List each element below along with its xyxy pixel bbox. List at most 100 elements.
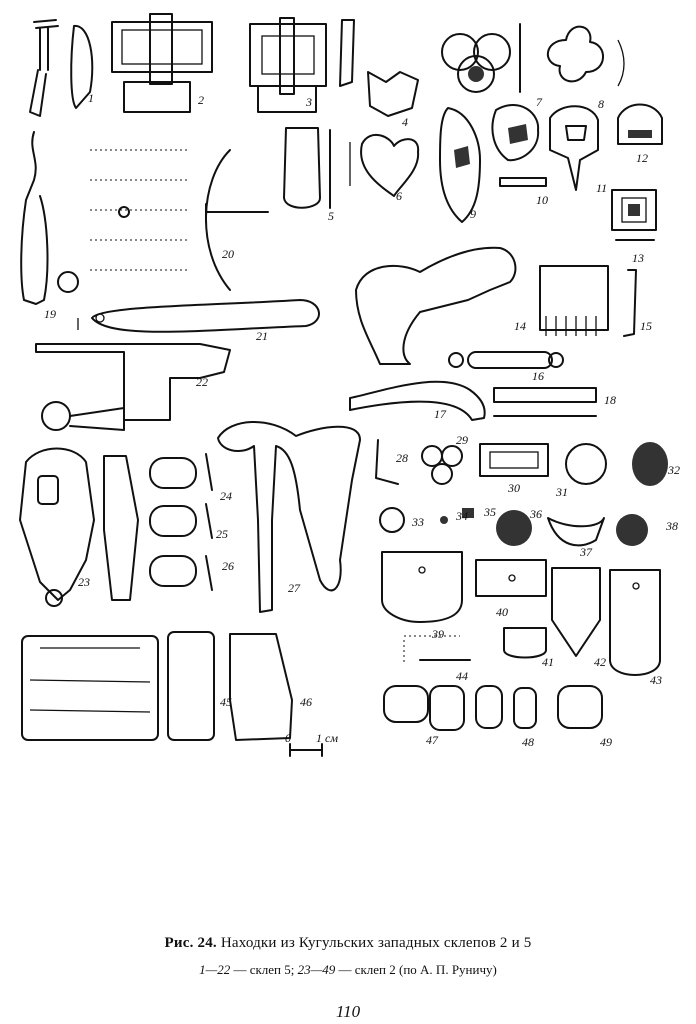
- artifact-23: [19, 447, 95, 607]
- label-23: 23: [78, 575, 90, 589]
- artifact-15: [539, 265, 637, 337]
- figure-caption-title: Рис. 24. Находки из Кугульских западных …: [0, 935, 696, 952]
- artifact-39: [381, 551, 463, 623]
- label-36: 36: [529, 507, 542, 521]
- artifact-22: [35, 343, 231, 431]
- label-21: 21: [256, 329, 268, 343]
- artifact-24-26: [103, 453, 213, 601]
- label-42: 42: [594, 655, 606, 669]
- artifact-12: [617, 103, 663, 145]
- artifact-drawings: 0 1 см 1 2 3 4 5 6 7 8 9 10 11 12 13 14 …: [19, 13, 680, 757]
- artifact-27: [217, 421, 361, 613]
- label-46: 46: [300, 695, 312, 709]
- label-13: 13: [632, 251, 644, 265]
- label-22: 22: [196, 375, 208, 389]
- scale-zero: 0: [285, 731, 291, 745]
- artifact-28-29: [375, 439, 463, 485]
- label-14: 14: [514, 319, 526, 333]
- label-10: 10: [536, 193, 548, 207]
- artifact-9: [439, 107, 481, 223]
- artifact-30-32: [479, 442, 668, 486]
- artifact-40: [475, 559, 547, 597]
- label-45: 45: [220, 695, 232, 709]
- artifact-11: [549, 105, 599, 191]
- label-32: 32: [667, 463, 680, 477]
- artifact-6: [349, 133, 420, 197]
- scale-unit: 1 см: [316, 731, 338, 745]
- label-6: 6: [396, 189, 402, 203]
- label-4: 4: [402, 115, 408, 129]
- label-30: 30: [507, 481, 520, 495]
- artifact-18: [493, 387, 597, 417]
- label-47: 47: [426, 733, 439, 747]
- artifact-45: [167, 631, 215, 741]
- label-3: 3: [305, 95, 312, 109]
- label-20: 20: [222, 247, 234, 261]
- figure-plate: 0 1 см 1 2 3 4 5 6 7 8 9 10 11 12 13 14 …: [19, 13, 680, 757]
- label-33: 33: [411, 515, 424, 529]
- label-35: 35: [483, 505, 496, 519]
- label-24: 24: [220, 489, 232, 503]
- label-11: 11: [596, 181, 607, 195]
- label-16: 16: [532, 369, 544, 383]
- legend-text-b: — склеп 2 (по А. П. Руничу): [335, 962, 497, 977]
- artifact-16: [448, 351, 564, 369]
- label-8: 8: [598, 97, 604, 111]
- artifact-45-block: [21, 635, 159, 741]
- artifact-8: [546, 25, 625, 87]
- artifact-17: [349, 380, 486, 421]
- label-43: 43: [650, 673, 662, 687]
- legend-text-a: — склеп 5;: [230, 962, 298, 977]
- artifact-20: [90, 149, 269, 291]
- legend-range-a: 1—22: [199, 962, 231, 977]
- label-2: 2: [198, 93, 204, 107]
- label-17: 17: [434, 407, 447, 421]
- label-19: 19: [44, 307, 56, 321]
- label-39: 39: [431, 627, 444, 641]
- artifact-5: [283, 127, 331, 209]
- label-7: 7: [536, 95, 543, 109]
- figure-number-labels: 1 2 3 4 5 6 7 8 9 10 11 12 13 14 15 16 1…: [44, 91, 680, 749]
- artifact-44: [403, 635, 471, 664]
- figure-caption-prefix: Рис. 24.: [164, 935, 217, 951]
- artifact-47-49: [383, 685, 603, 731]
- label-40: 40: [496, 605, 508, 619]
- artifact-21: [91, 299, 320, 333]
- artifact-3: [249, 17, 355, 113]
- label-1: 1: [88, 91, 94, 105]
- figure-caption-legend: 1—22 — склеп 5; 23—49 — склеп 2 (по А. П…: [0, 962, 696, 978]
- artifact-2: [111, 13, 213, 113]
- artifact-7: [441, 23, 521, 93]
- artifact-14: [355, 246, 517, 365]
- label-25: 25: [216, 527, 228, 541]
- artifact-33-38: [379, 507, 648, 547]
- label-38: 38: [665, 519, 678, 533]
- label-49: 49: [600, 735, 612, 749]
- label-41: 41: [542, 655, 554, 669]
- artifact-4: [367, 71, 419, 117]
- label-15: 15: [640, 319, 652, 333]
- legend-range-b: 23—49: [297, 962, 336, 977]
- label-48: 48: [522, 735, 534, 749]
- label-28: 28: [396, 451, 408, 465]
- label-44: 44: [456, 669, 468, 683]
- artifact-43: [609, 569, 661, 676]
- artifact-46: [229, 633, 293, 741]
- label-29: 29: [456, 433, 468, 447]
- label-31: 31: [555, 485, 568, 499]
- artifact-19: [20, 131, 79, 330]
- figure-caption-text: Находки из Кугульских западных склепов 2…: [220, 935, 532, 951]
- artifact-42: [551, 567, 601, 657]
- label-12: 12: [636, 151, 648, 165]
- label-34: 34: [455, 509, 468, 523]
- label-9: 9: [470, 207, 476, 221]
- artifact-13: [611, 189, 657, 241]
- scale-bar: 0 1 см: [285, 731, 338, 757]
- artifact-41: [503, 627, 547, 659]
- label-37: 37: [579, 545, 593, 559]
- label-18: 18: [604, 393, 616, 407]
- artifact-1: [29, 19, 94, 117]
- artifact-10: [491, 104, 547, 187]
- page-number: 110: [335, 1002, 361, 1021]
- label-26: 26: [222, 559, 234, 573]
